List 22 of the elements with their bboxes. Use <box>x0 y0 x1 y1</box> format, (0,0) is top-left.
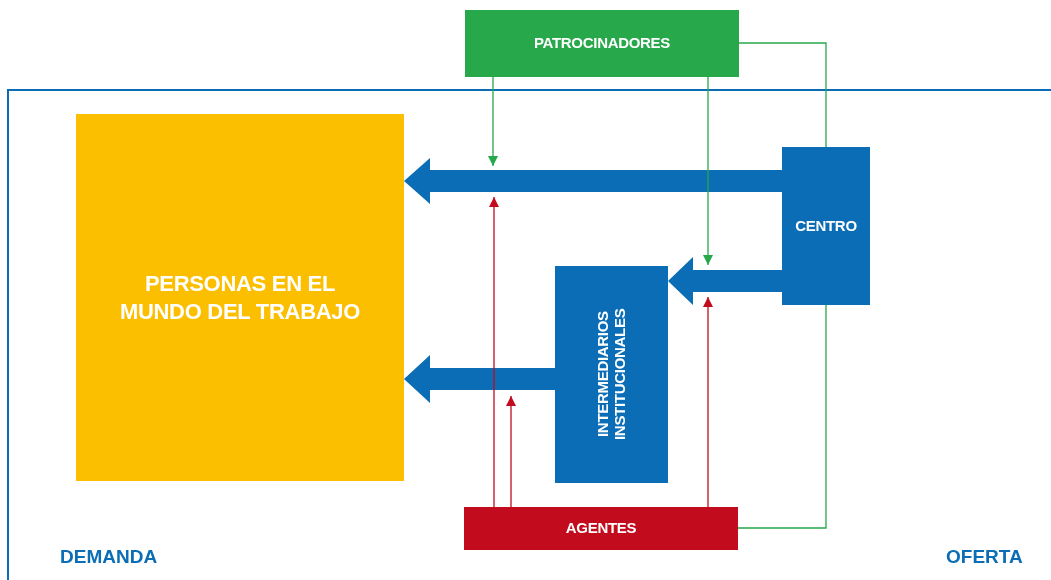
side-label: DEMANDA <box>60 546 158 568</box>
connector-line <box>738 42 827 148</box>
arrow <box>489 196 499 508</box>
arrow <box>506 395 516 508</box>
arrow <box>668 257 782 305</box>
node-label: PATROCINADORES <box>533 34 671 53</box>
arrow <box>404 158 782 204</box>
process-box <box>76 114 404 481</box>
process-box <box>782 147 870 305</box>
process-box <box>464 507 738 550</box>
arrow <box>703 76 713 266</box>
arrow <box>488 76 498 167</box>
node-label: PERSONAS EN EL MUNDO DEL TRABAJO <box>118 270 362 325</box>
process-box <box>555 266 668 483</box>
arrow <box>404 355 555 403</box>
process-box <box>465 10 739 77</box>
arrow <box>703 296 713 508</box>
node-label: AGENTES <box>565 519 637 538</box>
node-label: INTERMEDIARIOS INSTITUCIONALES <box>595 307 628 443</box>
side-label: OFERTA <box>946 546 1023 568</box>
connector-line <box>737 304 827 529</box>
node-label: CENTRO <box>795 216 857 236</box>
